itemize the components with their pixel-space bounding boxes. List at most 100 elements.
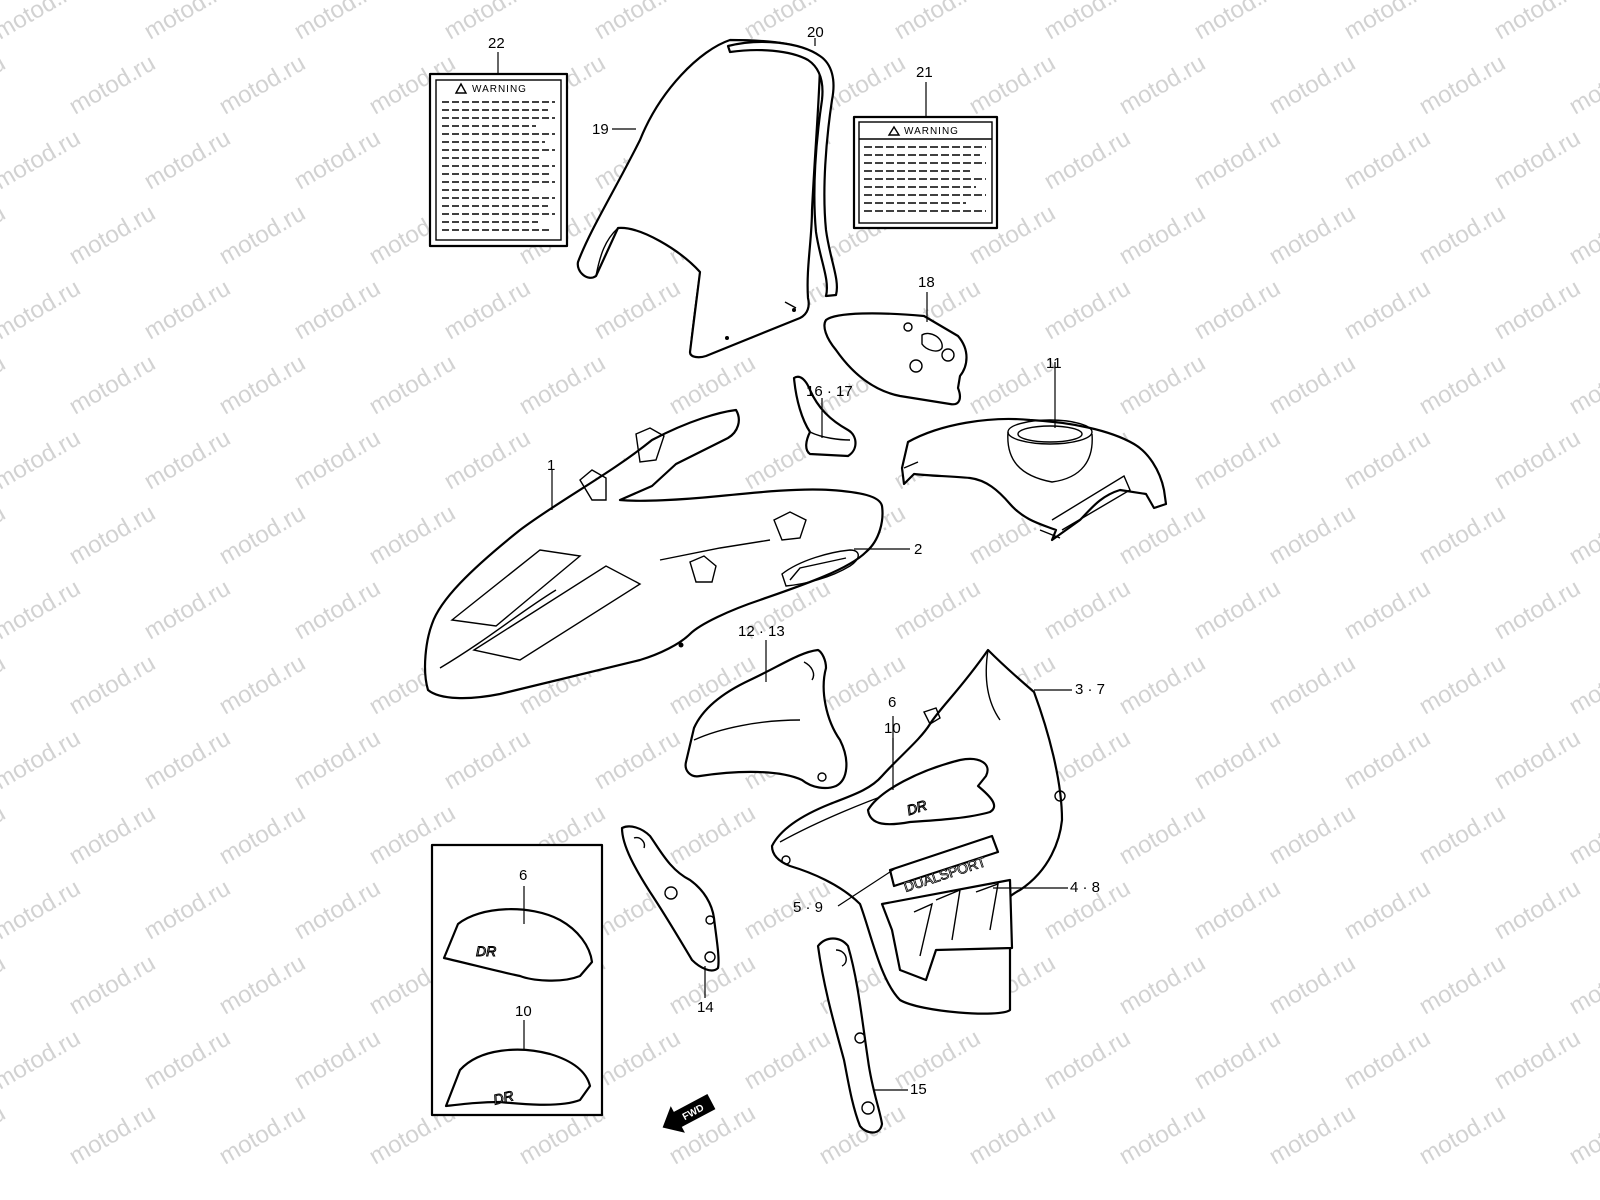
rear-fender-1 [423,408,884,700]
callout-10-shroud: 10 [884,720,901,737]
side-panel-15 [816,937,884,1134]
watermark-text: motod.ru [1565,49,1600,120]
watermark-text: motod.ru [1565,949,1600,1020]
watermark-text: motod.ru [1490,0,1586,45]
watermark-text: motod.ru [215,499,311,570]
watermark-text: motod.ru [1265,649,1361,720]
watermark-text: motod.ru [440,424,536,495]
watermark-text: motod.ru [1265,949,1361,1020]
watermark-text: motod.ru [890,0,986,45]
watermark-text: motod.ru [215,799,311,870]
watermark-text: motod.ru [1115,49,1211,120]
watermark-text: motod.ru [1490,274,1586,345]
watermark-text: motod.ru [1415,949,1511,1020]
callout-16-17: 16 · 17 [806,383,853,400]
watermark-text: motod.ru [65,199,161,270]
watermark-text: motod.ru [890,574,986,645]
watermark-text: motod.ru [665,799,761,870]
watermark-text: motod.ru [140,874,236,945]
watermark-text: motod.ru [140,124,236,195]
watermark-text: motod.ru [1415,349,1511,420]
bracket-18 [823,312,968,406]
watermark-text: motod.ru [965,49,1061,120]
watermark-text: motod.ru [1565,499,1600,570]
watermark-text: motod.ru [440,274,536,345]
watermark-text: motod.ru [65,349,161,420]
watermark-text: motod.ru [1115,649,1211,720]
watermark-text: motod.ru [290,124,386,195]
watermark-text: motod.ru [1190,874,1286,945]
watermark-text: motod.ru [1490,574,1586,645]
watermark-text: motod.ru [1115,349,1211,420]
watermark-text: motod.ru [1040,574,1136,645]
watermark-text: motod.ru [0,1099,10,1170]
watermark-text: motod.ru [140,424,236,495]
watermark-text: motod.ru [290,724,386,795]
watermark-text: motod.ru [1490,874,1586,945]
watermark-text: motod.ru [1265,199,1361,270]
watermark-text: motod.ru [215,949,311,1020]
watermark-text: motod.ru [1415,499,1511,570]
warning-label-22: WARNING [428,72,569,248]
watermark-text: motod.ru [740,1024,836,1095]
watermark-text: motod.ru [290,424,386,495]
dr-decal-6: DR [442,908,594,982]
watermark-text: motod.ru [0,499,10,570]
watermark-text: motod.ru [215,349,311,420]
watermark-text: motod.ru [215,199,311,270]
watermark-text: motod.ru [290,274,386,345]
warning-label-21-title: WARNING [904,126,959,137]
dr-decal-on-shroud-text: DR [905,797,929,818]
watermark-text: motod.ru [1190,724,1286,795]
callout-14: 14 [697,999,714,1016]
watermark-text: motod.ru [65,49,161,120]
watermark-text: motod.ru [1265,49,1361,120]
watermark-text: motod.ru [1115,1099,1211,1170]
watermark-text: motod.ru [665,349,761,420]
callout-21: 21 [916,64,933,81]
watermark-text: motod.ru [140,1024,236,1095]
decal-inset-box: DR DR [430,843,604,1117]
watermark-text: motod.ru [365,349,461,420]
watermark-text: motod.ru [1340,574,1436,645]
watermark-text: motod.ru [590,724,686,795]
watermark-text: motod.ru [1190,574,1286,645]
watermark-text: motod.ru [290,0,386,45]
watermark-text: motod.ru [1265,799,1361,870]
watermark-text: motod.ru [1340,724,1436,795]
windscreen-trim-20 [726,40,838,298]
callout-2: 2 [914,541,922,558]
watermark-text: motod.ru [0,649,10,720]
watermark-text: motod.ru [590,1024,686,1095]
callout-20: 20 [807,24,824,41]
callout-10-inset: 10 [515,1003,532,1020]
watermark-text: motod.ru [140,274,236,345]
watermark-text: motod.ru [1415,1099,1511,1170]
watermark-text: motod.ru [1190,124,1286,195]
watermark-text: motod.ru [0,424,85,495]
watermark-text: motod.ru [140,574,236,645]
watermark-text: motod.ru [1265,349,1361,420]
watermark-text: motod.ru [0,574,85,645]
watermark-text: motod.ru [1340,1024,1436,1095]
watermark-text: motod.ru [0,799,10,870]
callout-6-inset: 6 [519,867,527,884]
watermark-text: motod.ru [1565,799,1600,870]
callout-6-shroud: 6 [888,694,896,711]
watermark-text: motod.ru [965,1099,1061,1170]
side-cover-12-13 [684,648,848,790]
watermark-text: motod.ru [1115,799,1211,870]
watermark-text: motod.ru [215,49,311,120]
watermark-text: motod.ru [0,874,85,945]
watermark-text: motod.ru [290,1024,386,1095]
callout-4-8: 4 · 8 [1070,879,1100,896]
watermark-text: motod.ru [1040,274,1136,345]
watermark-text: motod.ru [215,1099,311,1170]
side-panel-14 [620,825,720,972]
callout-15: 15 [910,1081,927,1098]
watermark-text: motod.ru [1490,724,1586,795]
watermark-text: motod.ru [140,0,236,45]
dr-decal-on-shroud: DR [866,757,996,826]
watermark-text: motod.ru [1415,49,1511,120]
